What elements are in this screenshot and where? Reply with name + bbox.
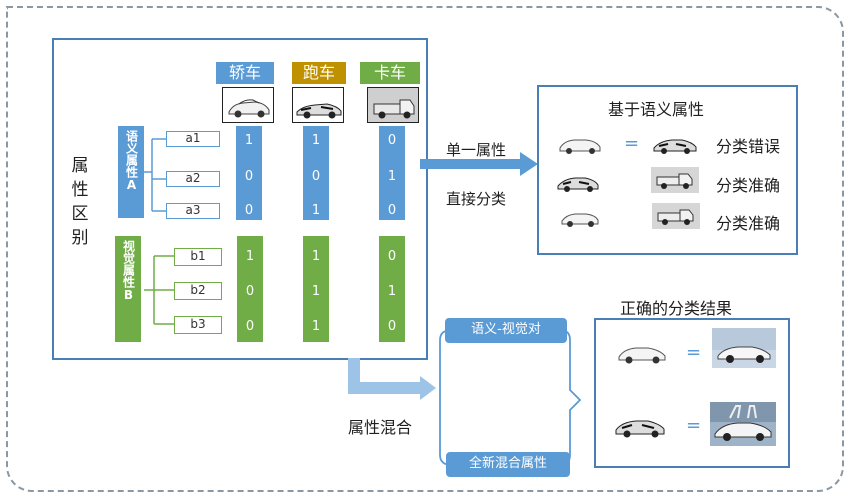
value-sports-b3: 1: [311, 319, 321, 334]
class-header-sportscar: 跑车: [292, 62, 346, 84]
value-sports-a1: 1: [311, 133, 321, 148]
value-truck-b1: 0: [387, 249, 397, 264]
value-truck-a1: 0: [387, 133, 397, 148]
value-truck-b3: 0: [387, 319, 397, 334]
mix-option-pair: 语义-视觉对: [445, 318, 567, 343]
sedan-visual-bar: [237, 236, 263, 342]
bracket-connectors: [144, 138, 174, 325]
sportscar-thumbnail: [292, 87, 344, 123]
value-sedan-a3: 0: [244, 203, 254, 218]
correct-sportscar-query: [612, 408, 668, 442]
semantic-result-title: 基于语义属性: [608, 100, 705, 119]
equals-sign-correct-1: =: [686, 342, 702, 363]
correct-sportscar-match: [710, 402, 776, 446]
equals-sign-correct-2: =: [686, 415, 702, 436]
value-truck-a3: 0: [387, 203, 397, 218]
correct-sedan-query: [614, 336, 670, 368]
correct-sedan-match: [712, 328, 776, 368]
value-sedan-a1: 1: [244, 133, 254, 148]
attr-box-b3: b3: [174, 316, 222, 334]
sedan-query-image: [556, 130, 604, 158]
class-header-sedan: 轿车: [216, 62, 274, 84]
result-label-3: 分类准确: [716, 214, 781, 233]
attr-box-a3: a3: [166, 203, 220, 219]
result-label-2: 分类准确: [716, 176, 781, 195]
outer-dashed-frame: [6, 6, 844, 492]
value-sports-a3: 1: [311, 203, 321, 218]
correct-result-title: 正确的分类结果: [620, 299, 733, 318]
sedan-query-image-2: [558, 204, 602, 230]
value-sedan-b3: 0: [245, 319, 255, 334]
value-truck-a2: 1: [387, 169, 397, 184]
truck-semantic-bar: [379, 126, 405, 220]
arrow-label-single: 单一属性: [446, 141, 507, 159]
sportscar-semantic-bar: [303, 126, 329, 220]
sportscar-visual-bar: [303, 236, 329, 342]
equals-sign-semantic: =: [624, 133, 640, 154]
visual-attr-title: 视觉属性B: [115, 236, 141, 342]
sedan-semantic-bar: [236, 126, 262, 220]
result-label-1: 分类错误: [716, 137, 781, 156]
mix-option-new: 全新混合属性: [446, 452, 570, 477]
value-sports-b2: 1: [311, 284, 321, 299]
mix-label: 属性混合: [348, 418, 413, 437]
side-label: 属性区别: [71, 156, 89, 248]
value-sports-b1: 1: [311, 249, 321, 264]
arrow-label-direct: 直接分类: [446, 190, 507, 208]
attr-box-a2: a2: [166, 171, 220, 187]
class-header-truck: 卡车: [360, 62, 420, 84]
truck-thumbnail: [367, 87, 419, 123]
value-sedan-a2: 0: [244, 169, 254, 184]
matched-image-3: [652, 203, 700, 229]
value-sedan-b2: 0: [245, 284, 255, 299]
sedan-thumbnail: [222, 87, 274, 123]
mix-arrow: [348, 358, 436, 400]
truck-visual-bar: [379, 236, 405, 342]
sportscar-query-image: [555, 167, 601, 195]
matched-image-2: [651, 167, 699, 193]
value-sports-a2: 0: [311, 169, 321, 184]
attr-box-b1: b1: [174, 248, 222, 266]
semantic-attr-title: 语义属性A: [118, 126, 144, 218]
matched-image-1: [650, 130, 700, 156]
attr-box-a1: a1: [166, 131, 220, 147]
value-sedan-b1: 1: [245, 249, 255, 264]
value-truck-b2: 1: [387, 284, 397, 299]
attr-box-b2: b2: [174, 282, 222, 300]
single-attr-arrow: [420, 152, 538, 176]
